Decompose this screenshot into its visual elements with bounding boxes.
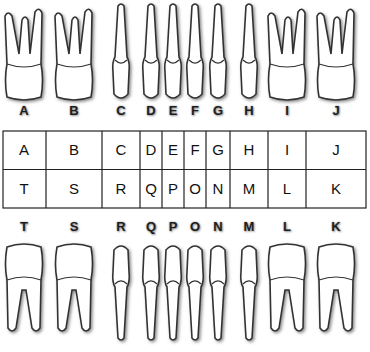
table-cell: P [153,181,193,198]
table-cell: F [175,142,215,159]
table-cell: J [316,142,356,159]
tooth-letter: G [198,104,238,118]
tooth-letter: P [153,220,193,234]
tooth-letter: E [153,104,193,118]
table-cell: S [54,181,94,198]
table-cell: T [4,181,44,198]
tooth-letter: D [131,104,171,118]
tooth-letter: Q [131,220,171,234]
tooth-letter: N [198,220,238,234]
tooth-letter: O [175,220,215,234]
tooth-letter: S [54,220,94,234]
table-cell: I [267,142,307,159]
table-cell: C [101,142,141,159]
tooth-letter: M [229,220,269,234]
table-cell: N [198,181,238,198]
tooth-table [3,131,366,208]
tooth-letter: H [229,104,269,118]
table-cell: O [175,181,215,198]
lower-teeth [6,244,355,340]
tooth-letter: J [316,104,356,118]
tooth-letter: T [4,220,44,234]
tooth-letter: L [267,220,307,234]
table-cell: K [316,181,356,198]
tooth-letter: A [4,104,44,118]
table-cell: R [101,181,141,198]
table-cell: Q [131,181,171,198]
table-cell: E [153,142,193,159]
table-cell: H [229,142,269,159]
tooth-letter: I [267,104,307,118]
tooth-letter: K [316,220,356,234]
table-cell: B [54,142,94,159]
tooth-letter: C [101,104,141,118]
table-cell: M [229,181,269,198]
table-cell: G [198,142,238,159]
table-cell: A [4,142,44,159]
table-cell: D [131,142,171,159]
table-cell: L [267,181,307,198]
tooth-letter: R [101,220,141,234]
tooth-letter: B [54,104,94,118]
tooth-letter: F [175,104,215,118]
upper-teeth [5,4,355,100]
